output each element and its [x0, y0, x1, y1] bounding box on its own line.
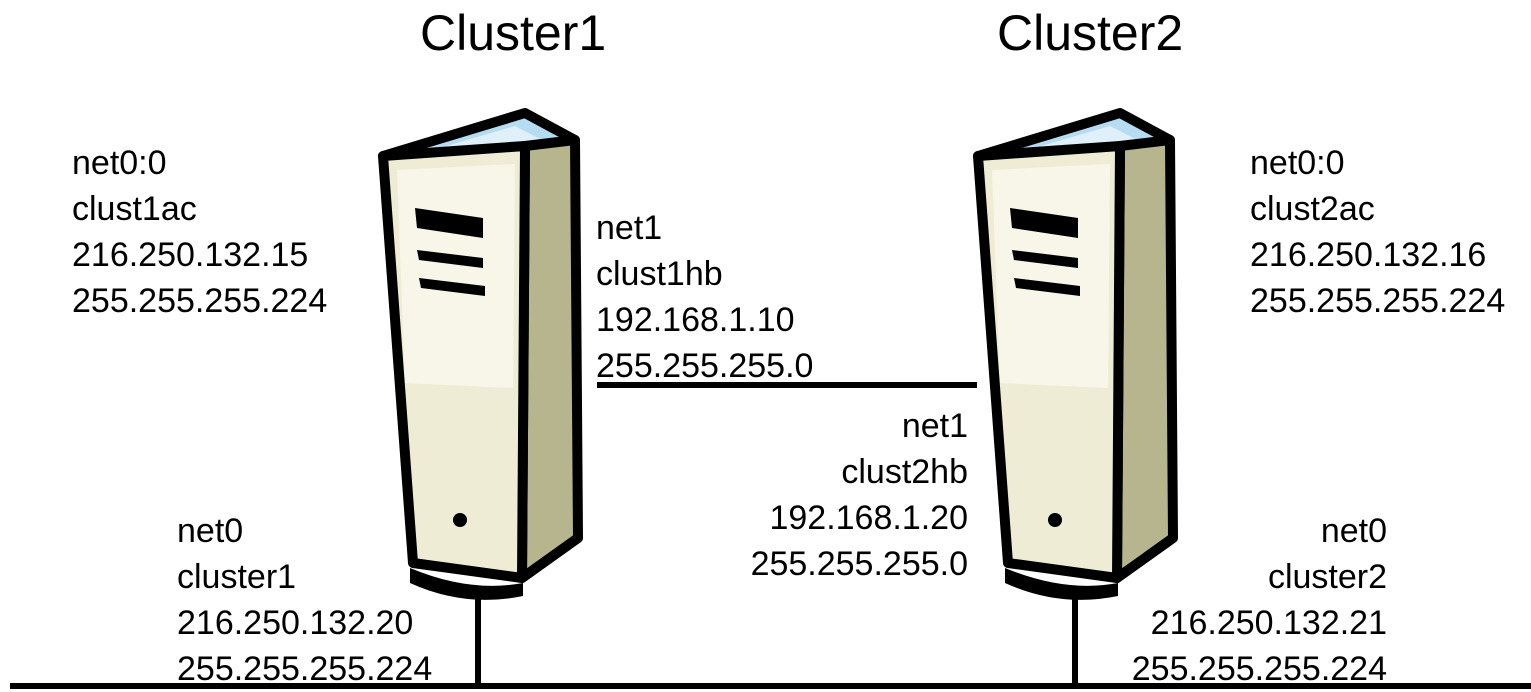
- iface-text: net0:0: [72, 144, 167, 182]
- iface-text: net0: [1320, 512, 1387, 550]
- iface-text: net1: [596, 209, 663, 247]
- hostname-text: clust2ac: [1250, 190, 1375, 228]
- public-network-line: [10, 683, 1531, 689]
- ip-text: 216.250.132.16: [1250, 236, 1487, 274]
- cluster2-net0-label: net0 cluster2 216.250.132.21 255.255.255…: [1132, 508, 1387, 692]
- ip-text: 192.168.1.20: [769, 499, 968, 537]
- netmask-text: 255.255.255.224: [72, 282, 328, 320]
- cluster1-net00-label: net0:0 clust1ac 216.250.132.15 255.255.2…: [72, 140, 327, 324]
- netmask-text: 255.255.255.224: [177, 650, 433, 688]
- cluster2-net0-link: [1072, 595, 1078, 685]
- cluster1-net1-label: net1 clust1hb 192.168.1.10 255.255.255.0: [596, 205, 813, 389]
- cluster2-net00-label: net0:0 clust2ac 216.250.132.16 255.255.2…: [1250, 140, 1505, 324]
- cluster1-net0-link: [475, 595, 481, 685]
- cluster2-net1-label: net1 clust2hb 192.168.1.20 255.255.255.0: [751, 403, 968, 587]
- netmask-text: 255.255.255.0: [750, 545, 968, 583]
- netmask-text: 255.255.255.0: [596, 347, 814, 385]
- iface-text: net0: [177, 512, 244, 550]
- hostname-text: clust1hb: [596, 255, 723, 293]
- hostname-text: cluster2: [1267, 558, 1387, 596]
- server-tower-icon: [973, 108, 1178, 600]
- cluster2-title: Cluster2: [997, 5, 1184, 61]
- hostname-text: clust2hb: [841, 453, 968, 491]
- ip-text: 216.250.132.21: [1150, 604, 1387, 642]
- cluster1-net0-label: net0 cluster1 216.250.132.20 255.255.255…: [177, 508, 432, 692]
- cluster1-title: Cluster1: [420, 5, 607, 61]
- netmask-text: 255.255.255.224: [1250, 282, 1506, 320]
- ip-text: 192.168.1.10: [596, 301, 795, 339]
- server-tower-icon: [378, 108, 583, 600]
- iface-text: net1: [901, 407, 968, 445]
- iface-text: net0:0: [1250, 144, 1345, 182]
- ip-text: 216.250.132.20: [177, 604, 414, 642]
- ip-text: 216.250.132.15: [72, 236, 309, 274]
- netmask-text: 255.255.255.224: [1131, 650, 1387, 688]
- heartbeat-link: [597, 382, 977, 388]
- hostname-text: cluster1: [177, 558, 297, 596]
- hostname-text: clust1ac: [72, 190, 197, 228]
